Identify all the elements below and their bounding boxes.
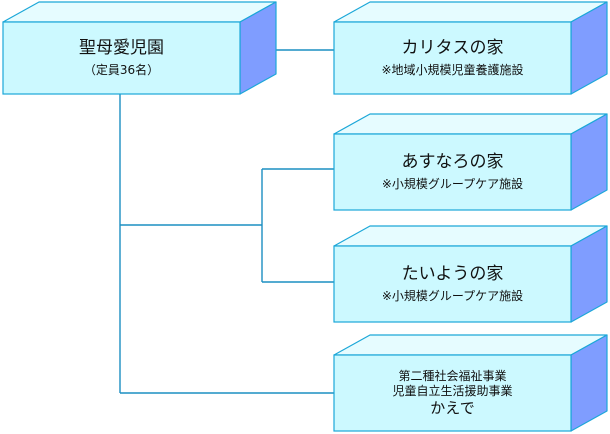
box-kaede-label: 第二種社会福祉事業 児童自立生活援助事業 かえで <box>334 355 571 431</box>
box-kaede-line2: 児童自立生活援助事業 <box>392 383 513 398</box>
box-asunaro-subtitle: ※小規模グループケア施設 <box>381 177 524 192</box>
box-taiyou-title: たいようの家 <box>401 263 504 284</box>
box-main-front <box>2 21 241 95</box>
box-main-top <box>2 1 277 23</box>
box-caritas-front <box>333 21 572 95</box>
box-asunaro-front <box>333 133 572 211</box>
box-caritas-title: カリタスの家 <box>401 37 504 58</box>
box-kaede-top <box>333 334 608 356</box>
box-caritas-label: カリタスの家 ※地域小規模児童養護施設 <box>334 22 571 94</box>
connector-lines <box>119 49 334 394</box>
box-kaede-line1: 第二種社会福祉事業 <box>398 368 507 383</box>
box-kaede <box>333 334 608 432</box>
box-main <box>2 1 277 95</box>
box-main-subtitle: （定員36名） <box>83 63 160 78</box>
box-taiyou-front <box>333 245 572 323</box>
box-asunaro-top <box>333 113 608 135</box>
box-asunaro-title: あすなろの家 <box>401 151 504 172</box>
box-caritas-top <box>333 1 608 23</box>
box-caritas-subtitle: ※地域小規模児童養護施設 <box>381 63 524 78</box>
box-taiyou-subtitle: ※小規模グループケア施設 <box>381 289 524 304</box>
box-kaede-front <box>333 354 572 432</box>
box-main-label: 聖母愛児園 （定員36名） <box>3 22 240 94</box>
box-taiyou-label: たいようの家 ※小規模グループケア施設 <box>334 246 571 322</box>
box-taiyou-top <box>333 225 608 247</box>
box-asunaro-label: あすなろの家 ※小規模グループケア施設 <box>334 134 571 210</box>
box-main-title: 聖母愛児園 <box>79 37 164 58</box>
box-kaede-line3: かえで <box>430 398 475 417</box>
box-caritas <box>333 1 608 95</box>
box-taiyou <box>333 225 608 323</box>
box-asunaro <box>333 113 608 211</box>
